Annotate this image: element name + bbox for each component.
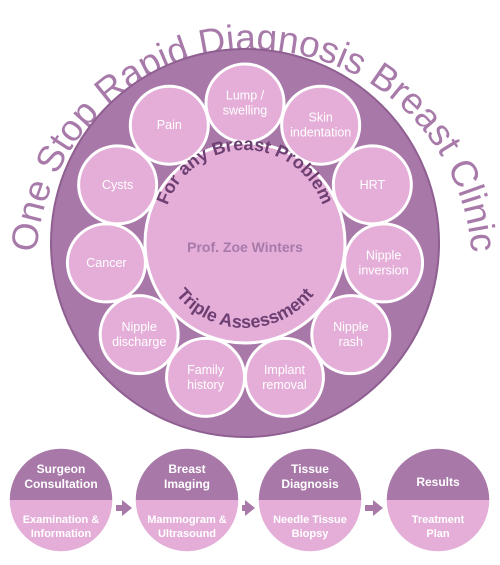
step-title: Consultation (24, 477, 97, 491)
step-detail: Treatment (412, 514, 465, 526)
problem-label: Cancer (86, 256, 126, 270)
step-top-half (258, 448, 362, 500)
step-title: Breast (168, 462, 205, 476)
problem-bubble: Cysts (77, 144, 159, 226)
center-name: Prof. Zoe Winters (187, 239, 303, 255)
problem-label: swelling (223, 104, 268, 118)
step-arrow (365, 500, 383, 516)
step-outline (134, 447, 240, 553)
step-bottom-half (258, 500, 362, 552)
step-outline (8, 447, 114, 553)
problem-bubbles: Lump /swellingSkinindentationHRTNipplein… (65, 62, 425, 418)
problem-bubble-circle (310, 294, 392, 376)
step-title: Results (416, 475, 460, 489)
problem-bubble-circle (98, 294, 180, 376)
problem-label: Implant (264, 363, 306, 377)
step-bottom-half (386, 500, 490, 552)
problem-bubble-circle (343, 222, 425, 304)
step-detail: Information (31, 528, 92, 540)
step-detail: Needle Tissue (273, 514, 347, 526)
problem-bubble: HRT (331, 144, 413, 226)
problem-label: Nipple (121, 320, 156, 334)
problem-bubble-circle (77, 144, 159, 226)
problem-bubble-circle (165, 336, 247, 418)
problem-label: Nipple (333, 320, 368, 334)
center-circle (143, 141, 347, 345)
step-title: Surgeon (37, 462, 86, 476)
problem-label: Cysts (102, 178, 133, 192)
problem-bubble: Pain (128, 84, 210, 166)
step-detail: Plan (426, 528, 450, 540)
step-outline (385, 447, 491, 553)
step-detail: Examination & (23, 514, 99, 526)
problem-label: history (187, 378, 225, 392)
problem-bubble-circle (128, 84, 210, 166)
step-top-half (135, 448, 239, 500)
step-arrow (242, 500, 255, 516)
step-top-half (386, 448, 490, 500)
step-title: Diagnosis (281, 477, 339, 491)
step-arrow (116, 500, 132, 516)
problem-bubble-circle (65, 222, 147, 304)
problem-label: Nipple (366, 248, 401, 262)
problem-label: Lump / (226, 89, 265, 103)
step-bottom-half (9, 500, 113, 552)
problem-label: inversion (359, 263, 409, 277)
step-bottom-half (135, 500, 239, 552)
problem-label: Pain (157, 118, 182, 132)
step-title: Imaging (164, 477, 210, 491)
problem-label: rash (339, 335, 363, 349)
step-top-half (9, 448, 113, 500)
problem-label: removal (262, 378, 306, 392)
problem-bubble: Lump /swelling (204, 62, 286, 144)
step-title: Tissue (291, 462, 329, 476)
problem-label: HRT (360, 178, 386, 192)
problem-label: discharge (112, 335, 166, 349)
problem-label: Skin (309, 111, 333, 125)
problem-label: indentation (290, 126, 351, 140)
step-detail: Biopsy (292, 528, 330, 540)
problem-label: Family (187, 363, 225, 377)
step-detail: Mammogram & (147, 514, 227, 526)
step-outline (257, 447, 363, 553)
problem-bubble-circle (331, 144, 413, 226)
step-detail: Ultrasound (158, 528, 216, 540)
problem-bubble-circle (280, 84, 362, 166)
problem-bubble: Cancer (65, 222, 147, 304)
